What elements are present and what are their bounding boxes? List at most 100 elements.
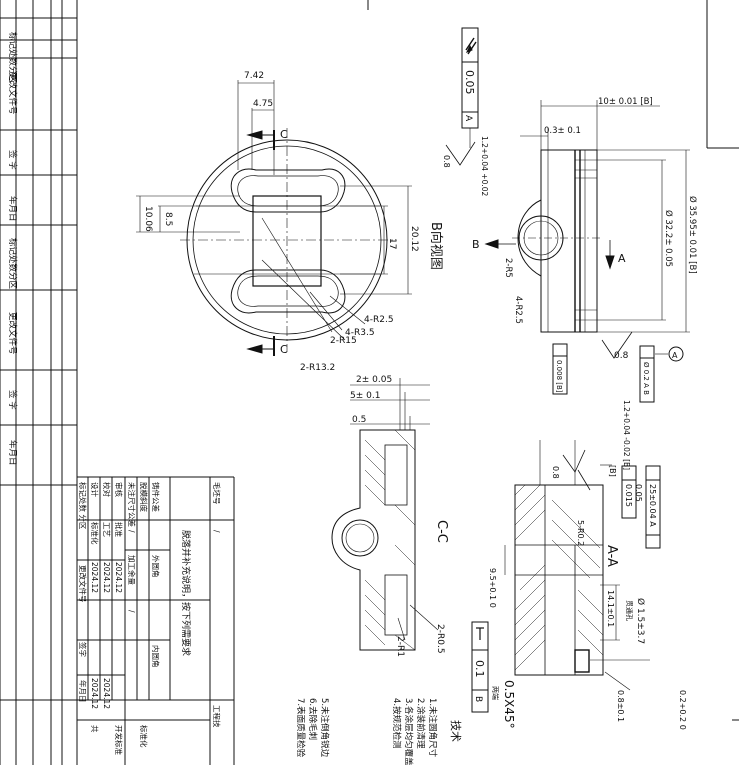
tb-date-4: 2024.12	[90, 678, 99, 709]
fcf-top-value: 0.05	[463, 70, 476, 95]
sidebar-date-2: 年月日	[7, 440, 18, 466]
dim-2-cc: 2± 0.05	[356, 375, 392, 385]
aa-title: A-A	[604, 545, 619, 567]
datum-a-circle: A	[672, 351, 678, 360]
dim-4-75: 4.75	[253, 99, 273, 109]
dim-dia-1-5: Ø 1.5±3.7	[635, 598, 646, 644]
dim-2-r1: 2-R1	[395, 636, 405, 657]
fcf-perp-value: 0.1	[473, 660, 486, 678]
tb-machining: 加工余量	[127, 555, 137, 585]
c-label-bottom: C	[280, 343, 288, 356]
dim-dia-32-2: Ø 32.2± 0.05	[663, 210, 674, 267]
dim-0-2: 0.2+0.2 0	[678, 690, 687, 730]
tb-tol-none-3: /	[212, 530, 221, 533]
dim-17: 17	[387, 238, 397, 249]
tb-craft: 工艺	[102, 522, 111, 537]
fcf-top-datum: A	[463, 115, 473, 122]
tb-inner-radius: 内圆角	[151, 645, 161, 668]
tb-tol-none-2: /	[127, 610, 136, 613]
sidebar-mark-2: 标记处数分区	[7, 238, 18, 290]
sidebar-file-1: 更改文件号	[7, 72, 18, 115]
tb-date-3: 2024.12	[114, 562, 123, 593]
dim-4-r3-5: 4-R3.5	[345, 328, 375, 338]
tb-chuan: 标准化	[139, 725, 149, 748]
b-view-title: B向视图	[428, 222, 444, 270]
tech-line-7: 7.表面质量检验	[295, 698, 306, 758]
dim-0-5-cc: 0.5	[352, 415, 366, 425]
dim-dia-35-95: Ø 35.95± 0.01 [B]	[687, 196, 698, 274]
dim-10-06: 10.06	[143, 206, 153, 232]
tb-date-5: 2024.12	[102, 678, 111, 709]
dim-7-42: 7.42	[244, 71, 264, 81]
sidebar-sign-2: 签 字	[7, 390, 18, 410]
sidebar-date-1: 年月日	[7, 196, 18, 222]
a-arrow-label: A	[618, 252, 626, 265]
tb-note-main: 脱落并补充说明，按下列需要求	[180, 530, 192, 656]
dim-14-1: 14.1±0.1	[606, 590, 615, 627]
fcf-aa-015: 0.015	[624, 484, 633, 507]
fcf-flat-side: 0.008 [B]	[555, 360, 563, 393]
roughness-top: 0.8	[442, 155, 451, 168]
tb-casting: 铸件公差	[151, 482, 161, 512]
tb-code: 毛坯号	[212, 482, 222, 505]
tech-title: 技术	[449, 720, 462, 742]
c-label-top: C	[280, 128, 288, 141]
fcf-aa-005: 0.05	[634, 484, 643, 502]
tb-open: 开发标准	[114, 725, 124, 755]
tech-line-4: 4.按规范检测	[391, 698, 402, 749]
roughness-aa: 0.8	[551, 466, 560, 479]
tb-check: 校对	[102, 482, 112, 497]
title-block	[77, 476, 235, 765]
sidebar-sign-1: 签 字	[7, 150, 18, 170]
dim-8-5: 8.5	[163, 212, 173, 226]
tech-line-5: 5.未注倒角锐边	[319, 698, 330, 758]
note-through-hole: 贯通孔	[625, 600, 634, 621]
tb-sheet: 共	[90, 725, 99, 733]
dim-2-r0-5: 2-R0.5	[435, 624, 445, 654]
tb-review: 审核	[114, 482, 124, 497]
sidebar-mark-1: 标记处数分区	[7, 32, 18, 84]
fcf-flatness-top	[445, 27, 479, 166]
tech-line-6: 6.去除毛刺	[307, 698, 318, 740]
chamfer: 0.5X45°	[502, 680, 516, 729]
dim-4-r2-5: 4-R2.5	[364, 315, 394, 325]
cc-title: C-C	[434, 520, 449, 543]
roughness-side: 0.8	[614, 351, 629, 361]
dim-1-2-aa: 1.2+0.04 -0.02 [B]	[622, 400, 631, 470]
dim-25: 25±0.04 A	[648, 484, 657, 527]
b-arrow-label: B	[472, 238, 480, 251]
dim-2-r15: 2-R15	[330, 336, 357, 346]
tb-design: 设计	[90, 482, 100, 497]
tb-draft: 脱模斜度	[139, 482, 149, 512]
tb-tolerance: 未注尺寸公差	[127, 482, 137, 527]
dim-20-12: 20.12	[409, 226, 419, 252]
tb-std: 标准化	[90, 522, 100, 545]
tb-unit: 工程技	[212, 705, 222, 728]
tech-line-2: 2.涂装前清理	[415, 698, 426, 749]
tb-date-1: 2024.12	[90, 562, 99, 593]
dim-1-2-side: 1.2+0.04 +0.02	[480, 136, 489, 197]
dim-9-5: 9.5+0.1 0	[488, 568, 497, 608]
tb-approve: 批准	[114, 522, 124, 537]
dim-5-cc: 5± 0.1	[350, 391, 380, 401]
tb-date-2: 2024.12	[102, 562, 111, 593]
tb-sign: 签字	[78, 642, 88, 657]
sidebar-file-2: 更改文件号	[7, 312, 18, 355]
tb-mark-row: 标记处数 分区	[78, 482, 88, 530]
fcf-b-label: [B]	[608, 465, 617, 477]
tech-line-1: 1.未注圆角尺寸	[427, 698, 438, 758]
aa-section	[471, 440, 661, 713]
dim-0-3: 0.3± 0.1	[544, 126, 581, 136]
tb-date: 年月日	[78, 680, 88, 703]
tb-tol-none-1: /	[127, 530, 136, 533]
tech-line-3: 3.各涂层均匀覆盖	[403, 698, 414, 765]
tb-file-row: 更改文件号	[78, 565, 88, 603]
dim-2-r5: 2-R5	[503, 258, 513, 278]
dim-10-b: 10± 0.01 [B]	[598, 97, 653, 107]
cc-section	[331, 378, 439, 651]
side-view	[484, 100, 690, 403]
dim-0-8: 0.8±0.1	[616, 690, 625, 722]
chamfer-note: 两端	[491, 686, 500, 700]
fcf-perp-datum: B	[473, 696, 483, 702]
